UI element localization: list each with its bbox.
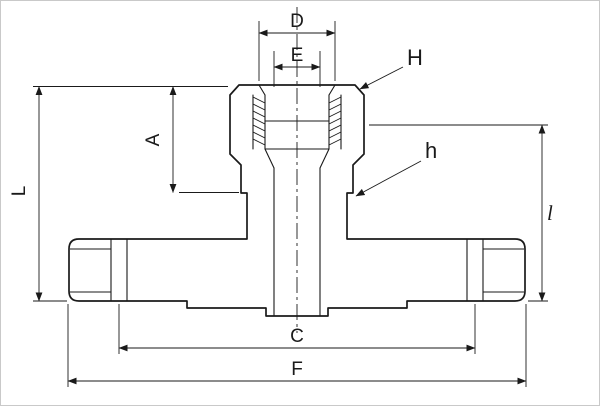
dimension-e: E — [273, 45, 321, 87]
dimension-f: F — [67, 304, 527, 387]
flange-details — [70, 238, 524, 302]
dimension-l-small: l — [369, 124, 553, 302]
label-h-small: h — [425, 138, 437, 163]
dim-label-l-cap: L — [9, 186, 30, 197]
dimension-l-cap: L — [9, 86, 67, 302]
dim-label-e-cap: E — [291, 45, 304, 66]
thread-tick — [328, 138, 342, 146]
thread-tick — [252, 110, 266, 118]
fitting-body-outline — [68, 84, 526, 317]
dimension-c: C — [118, 304, 476, 354]
dim-label-a-cap: A — [143, 133, 164, 146]
seat-cone-right — [319, 148, 330, 169]
leader-h-cap: H — [359, 45, 423, 90]
thread-tick — [252, 117, 266, 125]
thread-tick — [328, 110, 342, 118]
thread-tick — [328, 117, 342, 125]
part-outline — [68, 84, 526, 317]
seat-cone-left — [264, 148, 275, 169]
leader-line — [355, 160, 422, 197]
leader-line — [359, 66, 404, 90]
thread-tick — [252, 103, 266, 111]
thread-tick — [252, 124, 266, 132]
thread-tick — [252, 96, 266, 104]
thread-tick — [328, 103, 342, 111]
thread-tick — [328, 96, 342, 104]
dimension-d: D — [258, 11, 336, 81]
dim-label-l-small: l — [547, 201, 553, 225]
thread-tick — [328, 131, 342, 139]
thread-tick — [252, 138, 266, 146]
dim-label-d-cap: D — [290, 11, 304, 32]
dim-label-c-cap: C — [290, 326, 304, 347]
bore-chamfer-left — [258, 84, 266, 96]
thread-tick — [252, 131, 266, 139]
label-h-cap: H — [407, 45, 423, 70]
internal-details — [252, 84, 342, 317]
leader-h-small: h — [355, 138, 437, 197]
dim-label-f-cap: F — [291, 359, 303, 380]
bore-chamfer-right — [328, 84, 336, 96]
dimension-a: A — [33, 86, 239, 193]
thread-tick — [328, 124, 342, 132]
